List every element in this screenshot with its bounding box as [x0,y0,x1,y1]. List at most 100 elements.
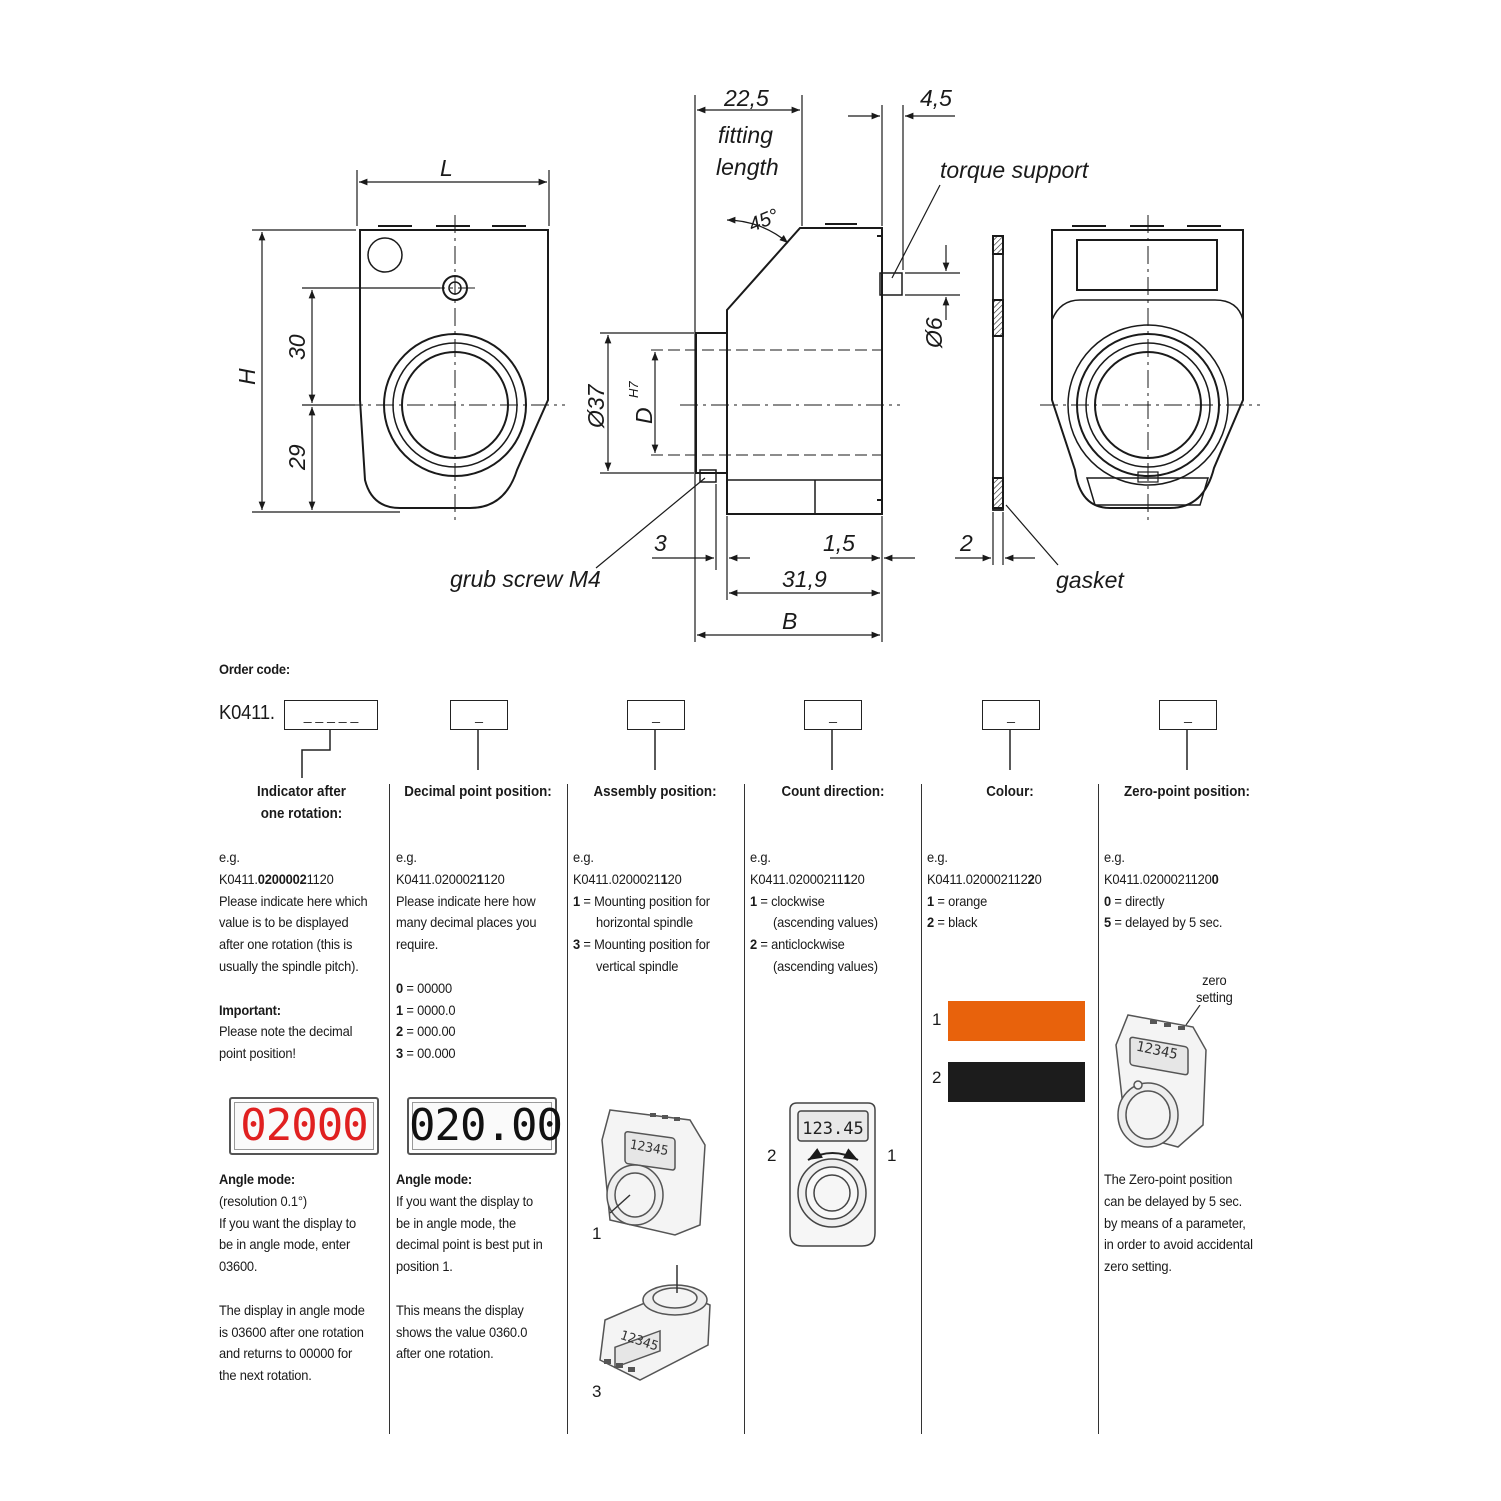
code-highlight: 0 [1211,870,1219,887]
option-text: = anticlockwise [756,936,845,953]
header-line: one rotation: [260,806,343,822]
header-line: Assembly position: [593,784,717,800]
count-direction-illustration: 123.45 [789,1102,876,1247]
code-box-assembly[interactable]: _ [627,700,685,730]
side-view [695,223,903,515]
code-highlight: 1 [843,870,851,887]
label-B: B [782,608,797,634]
option-text: horizontal spindle [596,914,693,931]
led-display: 02000 [229,1097,379,1155]
zero-note: The Zero-point position can be delayed b… [1104,1169,1253,1278]
label-length: length [716,154,779,180]
code-box-colour[interactable]: _ [982,700,1040,730]
code-highlight: 1 [660,870,668,887]
text-line: K0411.0200021120 [1104,870,1212,887]
label-H: H [234,368,260,385]
code-connectors [301,730,1188,778]
code-box-decimal[interactable]: _ [450,700,508,730]
column-header: Decimal point position: [400,781,556,803]
option-text: = 000.00 [402,1023,456,1040]
angle-mode-title: Angle mode: [396,1171,472,1187]
led-digits: 02000 [240,1100,368,1151]
column-header: Indicator after one rotation: [226,781,378,825]
option-key: 2 [927,914,934,931]
label-1-5: 1,5 [823,530,855,556]
text-line: K0411.020002 [396,870,477,887]
option-key: 1 [396,1001,403,1018]
column-divider [567,784,568,1434]
count-lcd-text: 123.45 [802,1119,863,1139]
text-line: The Zero-point position [1104,1171,1233,1187]
text-line: position 1. [396,1258,453,1275]
code-highlight: 2 [1027,870,1035,887]
label-31-9: 31,9 [782,566,827,592]
option-text: = 00000 [402,979,453,996]
option-text: = Mounting position for [579,936,710,953]
option-text: = 0000.0 [402,1001,456,1018]
label-29: 29 [284,444,310,471]
column-text: e.g. K0411.02000211200 0 = directly 5 = … [1104,847,1222,934]
colour-swatch-orange [948,1001,1085,1041]
label-dia6: Ø6 [921,317,947,349]
text-line: is 03600 after one rotation [219,1323,364,1340]
order-code-prefix: K0411. [219,702,275,724]
text-line: be in angle mode, enter [219,1236,351,1253]
column-divider [389,784,390,1434]
swatch-label: 2 [932,1068,942,1087]
option-text: = black [933,914,978,931]
text-line: zero [1202,972,1227,988]
code-box-zero[interactable]: _ [1159,700,1217,730]
text-line: K0411. [219,870,258,887]
swatch-label: 1 [932,1010,942,1029]
column-divider [921,784,922,1434]
text-line: e.g. [219,849,240,865]
label-2: 2 [959,530,973,556]
label-fitting: fitting [718,122,773,148]
header-line: Colour: [986,784,1034,800]
option-text: = orange [933,892,988,909]
option-text: (ascending values) [773,957,878,974]
column-text: e.g. K0411.02000021120 Please indicate h… [219,847,368,1065]
column-text: e.g. K0411.0200021120 1 = Mounting posit… [573,847,710,978]
code-box-indicator[interactable]: _ _ _ _ _ [284,700,378,730]
text-line: K0411.02000211 [750,870,844,887]
header-line: Decimal point position: [404,784,552,800]
text-line: K0411.020002112 [927,870,1028,887]
header-line: Indicator after [257,784,346,800]
text-line: Please indicate here which [219,892,368,909]
option-text: = 00.000 [402,1045,456,1062]
code-box-count[interactable]: _ [804,700,862,730]
option-text: (ascending values) [773,914,878,931]
text-line: This means the display [396,1301,524,1318]
label-dia37: Ø37 [583,383,609,429]
text-line: e.g. [396,849,417,865]
text-line: (resolution 0.1°) [219,1192,307,1209]
lcd-digits: 020.00 [409,1100,563,1151]
text-line: Please note the decimal [219,1023,353,1040]
text-line: e.g. [573,849,594,865]
zero-setting-label: zero setting [1196,972,1233,1006]
option-text: vertical spindle [596,957,679,974]
important-label: Important: [219,1001,281,1018]
assembly-illustration: 12345 12345 [599,1109,711,1381]
option-key: 0 [396,979,403,996]
label-45-degree: 45° [746,205,782,237]
code-highlight: 0200002 [257,870,307,887]
text-line: 20 [667,870,682,887]
gasket-view [992,235,1004,511]
column-divider [1098,784,1099,1434]
option-key: 5 [1104,914,1111,931]
text-line: 03600. [219,1258,258,1275]
column-header: Zero-point position: [1109,781,1265,803]
text-line: the next rotation. [219,1367,312,1384]
text-line: e.g. [927,849,948,865]
text-line: If you want the display to [219,1214,356,1231]
column-header: Assembly position: [577,781,733,803]
direction-label: 1 [887,1146,897,1165]
figure-label: 3 [592,1382,602,1401]
option-key: 0 [1104,892,1111,909]
column-text: e.g. K0411.02000211120 1 = clockwise (as… [750,847,878,978]
text-line: in order to avoid accidental [1104,1236,1253,1253]
header-line: Zero-point position: [1124,784,1250,800]
text-line: require. [396,936,439,953]
